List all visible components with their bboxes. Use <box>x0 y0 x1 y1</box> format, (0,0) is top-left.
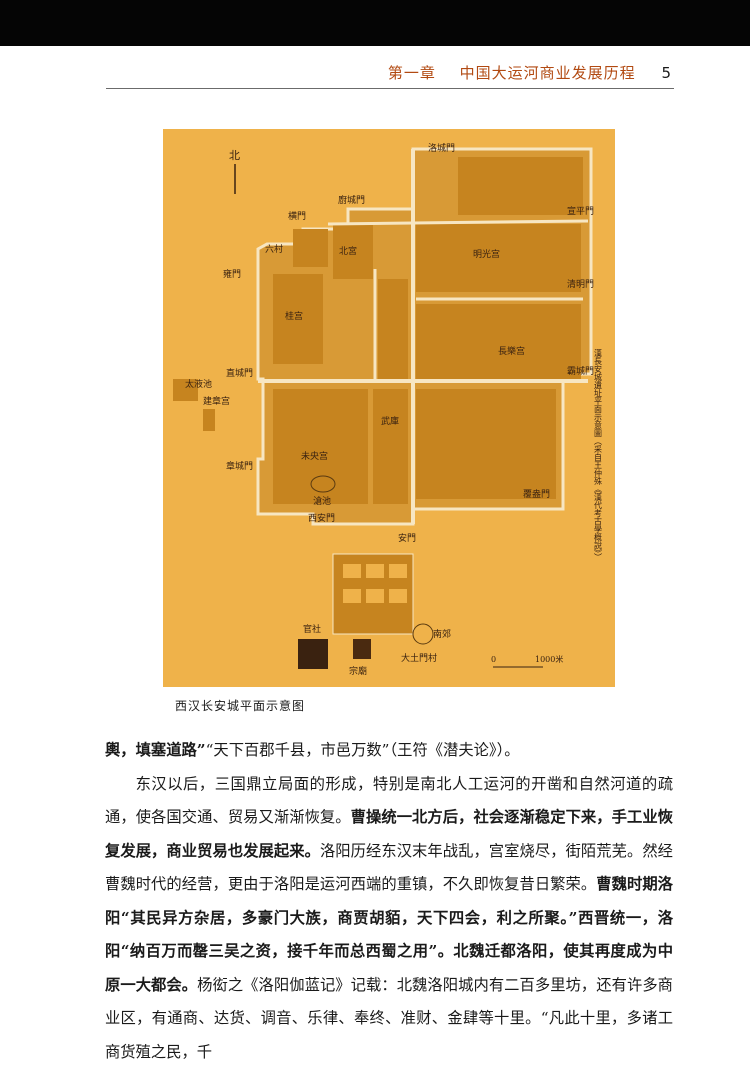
body-paragraph-2: 东汉以后，三国鼎立局面的形成，特别是南北人工运河的开凿和自然河道的疏通，使各国交… <box>105 768 673 1069</box>
chang-an-map: 北 洛城門 廚城門 横門 宣平門 明光宫 清明門 霸城門 雍門 北宮 桂宫 六村… <box>163 129 615 687</box>
mingtang-room <box>366 589 384 603</box>
scale-zero: 0 <box>491 655 496 664</box>
label-mingguang: 明光宫 <box>473 248 500 260</box>
label-luocheng: 洛城門 <box>428 142 455 154</box>
label-liushi: 六村 <box>265 243 283 255</box>
label-weiyang: 未央宫 <box>301 450 328 462</box>
label-hengmen: 横門 <box>288 210 306 222</box>
guanshe-block <box>298 639 328 669</box>
mingtang-room <box>366 564 384 578</box>
block-wuku <box>378 279 408 379</box>
label-guigong: 桂宫 <box>285 310 303 322</box>
side-note: 漢長安城遺址平面示意圖（采自王仲殊《漢代考古學概說》） <box>594 348 603 561</box>
block-wuku-south <box>373 389 408 504</box>
label-wuku: 武庫 <box>381 415 399 427</box>
block-east <box>416 389 556 499</box>
body-text: 輿，填塞道路”“天下百郡千县，市邑万数”（王符《潜夫论》）。 东汉以后，三国鼎立… <box>105 734 673 1069</box>
label-chucheng: 廚城門 <box>338 194 365 206</box>
top-black-band <box>0 0 750 46</box>
label-qingming: 清明門 <box>567 278 594 290</box>
chapter-number: 第一章 <box>388 64 436 82</box>
figure-caption: 西汉长安城平面示意图 <box>175 697 305 714</box>
label-changle: 長樂宫 <box>498 345 525 357</box>
header-rule <box>106 88 674 89</box>
label-zongmiao: 宗廟 <box>349 665 367 677</box>
jianzhang-tower <box>203 409 215 431</box>
label-xuanping: 宣平門 <box>567 205 594 217</box>
chapter-title: 中国大运河商业发展历程 <box>460 64 636 82</box>
block-changle <box>416 304 581 379</box>
zongmiao-block <box>353 639 371 659</box>
north-label: 北 <box>229 149 240 162</box>
block-north-east <box>458 157 583 215</box>
label-fuang: 覆盎門 <box>523 488 550 500</box>
mingtang-room <box>343 589 361 603</box>
quote-rest: “天下百郡千县，市邑万数”（王符《潜夫论》）。 <box>206 741 520 759</box>
mingtang-room <box>389 589 407 603</box>
label-anmen: 安門 <box>398 532 416 544</box>
quote-bold: 輿，填塞道路” <box>105 741 206 759</box>
map-figure: 北 洛城門 廚城門 横門 宣平門 明光宫 清明門 霸城門 雍門 北宮 桂宫 六村… <box>163 129 615 687</box>
label-cangchi: 滄池 <box>313 495 331 507</box>
label-guanshe: 官社 <box>303 623 321 635</box>
cangchi-pond <box>311 476 335 492</box>
label-xian: 西安門 <box>308 512 335 524</box>
label-beigong: 北宮 <box>339 245 357 257</box>
block-liushi <box>293 229 328 267</box>
label-bazheng: 霸城門 <box>567 366 594 377</box>
mingtang-room <box>343 564 361 578</box>
running-header: 第一章 中国大运河商业发展历程 5 <box>388 62 672 83</box>
page-number: 5 <box>661 64 672 82</box>
label-zhang: 章城門 <box>226 460 253 472</box>
body-line-1: 輿，填塞道路”“天下百郡千县，市邑万数”（王符《潜夫论》）。 <box>105 734 673 768</box>
label-taiye: 太液池 <box>185 378 212 390</box>
label-zhicheng: 直城門 <box>226 367 253 379</box>
scale-max: 1000米 <box>535 654 563 664</box>
label-yongmen: 雍門 <box>223 268 241 280</box>
label-jianzhang: 建章宫 <box>203 395 230 407</box>
label-nanjiao: 南郊 <box>433 628 451 640</box>
label-dadi: 大土門村 <box>401 652 437 664</box>
mingtang-room <box>389 564 407 578</box>
